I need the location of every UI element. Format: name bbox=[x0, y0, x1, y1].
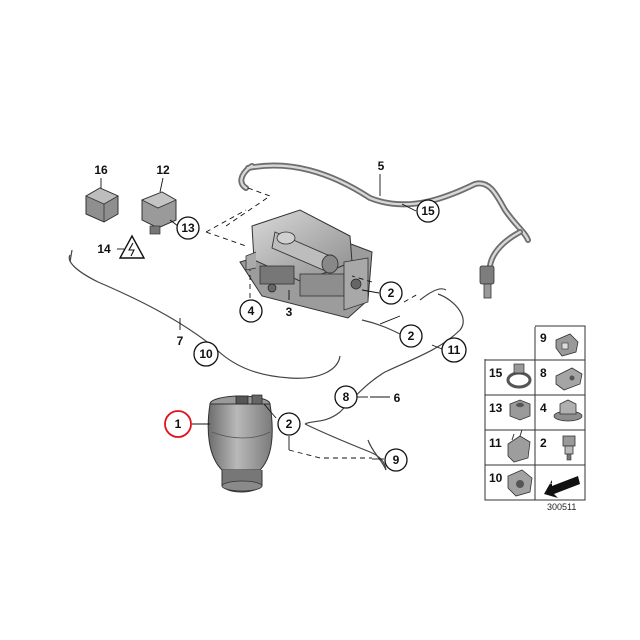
callout-2c: 2 bbox=[286, 417, 293, 431]
direction-arrow-icon bbox=[544, 473, 580, 498]
relay-socket-part[interactable] bbox=[141, 191, 177, 235]
clip-part-icon bbox=[555, 333, 579, 357]
air-line-6[interactable] bbox=[304, 293, 464, 471]
callout-2a-circle bbox=[379, 281, 403, 305]
compressor-unit[interactable] bbox=[239, 209, 373, 319]
bracket-holder-icon bbox=[507, 469, 533, 497]
callout-2b-circle bbox=[399, 324, 423, 348]
callout-2c-circle bbox=[277, 412, 301, 436]
air-hose-5[interactable] bbox=[238, 162, 531, 299]
callout-2a: 2 bbox=[388, 286, 395, 300]
callout-4-circle bbox=[239, 299, 263, 323]
callout-12: 12 bbox=[156, 163, 170, 177]
grid-label-15: 15 bbox=[489, 366, 503, 380]
grid-label-13: 13 bbox=[489, 401, 503, 415]
connector-line bbox=[419, 288, 447, 301]
callout-15-circle bbox=[416, 199, 440, 223]
callout-15: 15 bbox=[421, 204, 435, 218]
diagram-code: 300511 bbox=[547, 502, 576, 512]
grid-label-2: 2 bbox=[540, 436, 547, 450]
connector-fitting-icon bbox=[562, 435, 576, 461]
grid-label-10: 10 bbox=[489, 471, 503, 485]
callout-13-circle bbox=[176, 216, 200, 240]
callout-2b: 2 bbox=[408, 329, 415, 343]
callout-16: 16 bbox=[94, 163, 108, 177]
callout-7: 7 bbox=[177, 334, 184, 348]
callout-11-circle bbox=[441, 337, 467, 363]
callout-3: 3 bbox=[286, 305, 293, 319]
holder-clip-icon bbox=[555, 367, 583, 391]
callout-9: 9 bbox=[393, 453, 400, 467]
small-parts-grid: 9 15 8 13 4 11 bbox=[484, 325, 586, 501]
callout-1-circle[interactable] bbox=[164, 410, 192, 438]
callout-6: 6 bbox=[394, 391, 401, 405]
callout-10-circle bbox=[193, 341, 219, 367]
hose-clamp-icon bbox=[506, 363, 532, 389]
air-spring[interactable] bbox=[207, 394, 273, 493]
callout-8-circle bbox=[334, 385, 358, 409]
warning-label-icon[interactable] bbox=[118, 234, 146, 259]
callout-8: 8 bbox=[343, 390, 350, 404]
callout-9-circle bbox=[384, 448, 408, 472]
relay-part[interactable] bbox=[85, 187, 119, 223]
hex-nut-icon bbox=[509, 399, 531, 421]
callout-1: 1 bbox=[175, 417, 182, 431]
callout-13: 13 bbox=[181, 221, 195, 235]
flange-nut-icon bbox=[553, 399, 583, 422]
callout-14: 14 bbox=[97, 242, 111, 256]
callout-10: 10 bbox=[199, 347, 213, 361]
leader-lines bbox=[100, 174, 443, 460]
callout-11: 11 bbox=[448, 343, 461, 357]
callout-5: 5 bbox=[378, 159, 385, 173]
grid-label-9: 9 bbox=[540, 331, 547, 345]
grid-label-8: 8 bbox=[540, 366, 547, 380]
grid-label-4: 4 bbox=[540, 401, 547, 415]
callouts: 16 12 13 14 5 15 4 3 2 2 7 10 11 8 6 1 2… bbox=[94, 159, 467, 472]
line-holder-icon bbox=[507, 429, 531, 463]
grid-label-11: 11 bbox=[489, 436, 502, 450]
callout-4: 4 bbox=[248, 304, 255, 318]
